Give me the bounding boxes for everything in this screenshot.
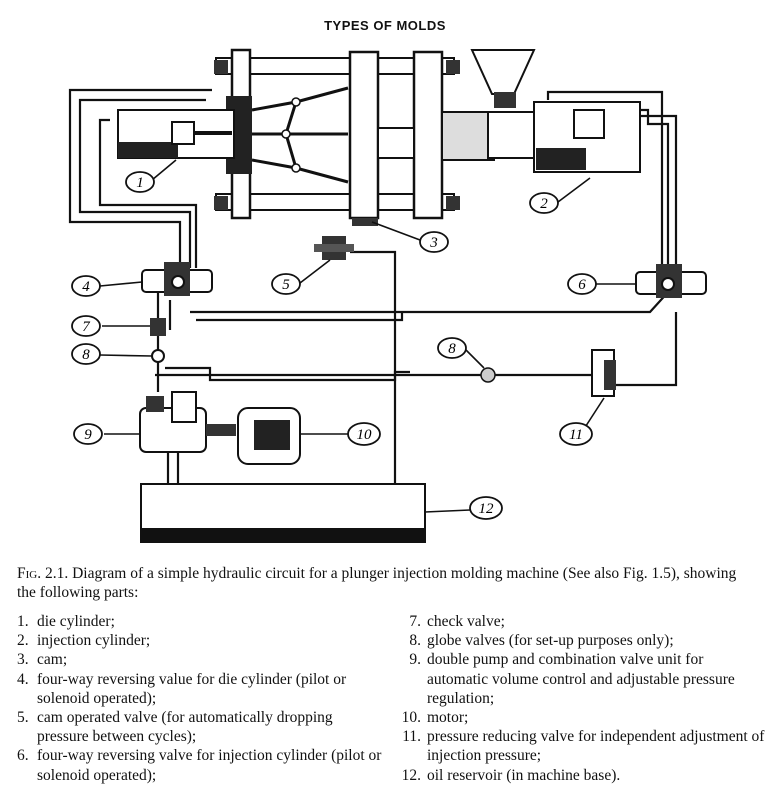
- svg-text:5: 5: [282, 277, 290, 293]
- die-cylinder: [117, 109, 235, 159]
- list-item: 3.cam;: [17, 651, 68, 669]
- list-item: 9.double pump and combination valve unit…: [409, 651, 735, 707]
- list-item: 4.four-way reversing value for die cylin…: [17, 670, 347, 707]
- svg-text:8: 8: [82, 347, 90, 363]
- callout-2: 2: [529, 192, 559, 214]
- motor: [237, 407, 301, 465]
- callout-9: 9: [73, 423, 103, 445]
- callout-8-left: 8: [71, 343, 101, 365]
- callout-7: 7: [71, 315, 101, 337]
- callout-6: 6: [567, 273, 597, 295]
- svg-text:12: 12: [479, 501, 495, 517]
- svg-text:8: 8: [448, 341, 456, 357]
- svg-text:4: 4: [82, 279, 90, 295]
- callout-3: 3: [419, 231, 449, 253]
- svg-text:11: 11: [569, 427, 583, 443]
- list-item: 10.motor;: [401, 709, 469, 727]
- list-item: 11.pressure reducing valve for independe…: [402, 728, 765, 765]
- list-item: 5.cam operated valve (for automatically …: [17, 709, 333, 746]
- leader-lines: [99, 159, 636, 513]
- callout-8-right: 8: [437, 337, 467, 359]
- page-header: TYPES OF MOLDS: [324, 18, 446, 33]
- caption-text: Diagram of a simple hydraulic circuit fo…: [17, 565, 737, 601]
- list-item: 6.four-way reversing valve for injection…: [17, 747, 382, 784]
- parts-list-right: 7.check valve; 8.globe valves (for set-u…: [396, 612, 766, 785]
- svg-text:2: 2: [540, 196, 548, 212]
- callout-12: 12: [469, 496, 503, 520]
- hydraulic-lines: [68, 88, 678, 484]
- pump-valve-unit: [139, 391, 236, 453]
- svg-text:9: 9: [84, 427, 92, 443]
- svg-text:7: 7: [82, 319, 91, 335]
- cam-operated-valve: [314, 236, 354, 260]
- oil-reservoir: [140, 483, 426, 543]
- figure-caption: Fig. 2.1. Diagram of a simple hydraulic …: [17, 564, 757, 602]
- figure-label: Fig. 2.1.: [17, 565, 69, 582]
- list-item: 2.injection cylinder;: [17, 632, 151, 650]
- list-item: 12.oil reservoir (in machine base).: [401, 766, 621, 784]
- svg-text:3: 3: [429, 235, 438, 251]
- svg-text:6: 6: [578, 277, 586, 293]
- four-way-valve-injection: [635, 264, 707, 298]
- hydraulic-circuit-diagram: 1 2 3 4 5 6 7 8 8 9 10 11 12: [68, 48, 707, 543]
- svg-text:1: 1: [136, 175, 144, 191]
- check-valve: [150, 318, 166, 336]
- injection-cylinder: [441, 49, 641, 173]
- list-item: 8.globe valves (for set-up purposes only…: [409, 632, 674, 650]
- pressure-reducing-valve: [591, 349, 616, 397]
- machine-frame: [214, 48, 460, 226]
- list-item: 7.check valve;: [409, 613, 505, 630]
- callout-5: 5: [271, 273, 301, 295]
- callout-1: 1: [125, 171, 155, 193]
- globe-valve: [151, 349, 496, 383]
- list-item: 1.die cylinder;: [17, 613, 115, 630]
- svg-text:10: 10: [357, 427, 373, 443]
- four-way-valve-die: [141, 262, 213, 296]
- parts-list-left: 1.die cylinder; 2.injection cylinder; 3.…: [17, 612, 387, 785]
- callout-4: 4: [71, 275, 101, 297]
- callout-10: 10: [347, 422, 381, 446]
- callout-labels: 1 2 3 4 5 6 7 8 8 9 10 11 12: [71, 171, 597, 520]
- callout-11: 11: [559, 422, 593, 446]
